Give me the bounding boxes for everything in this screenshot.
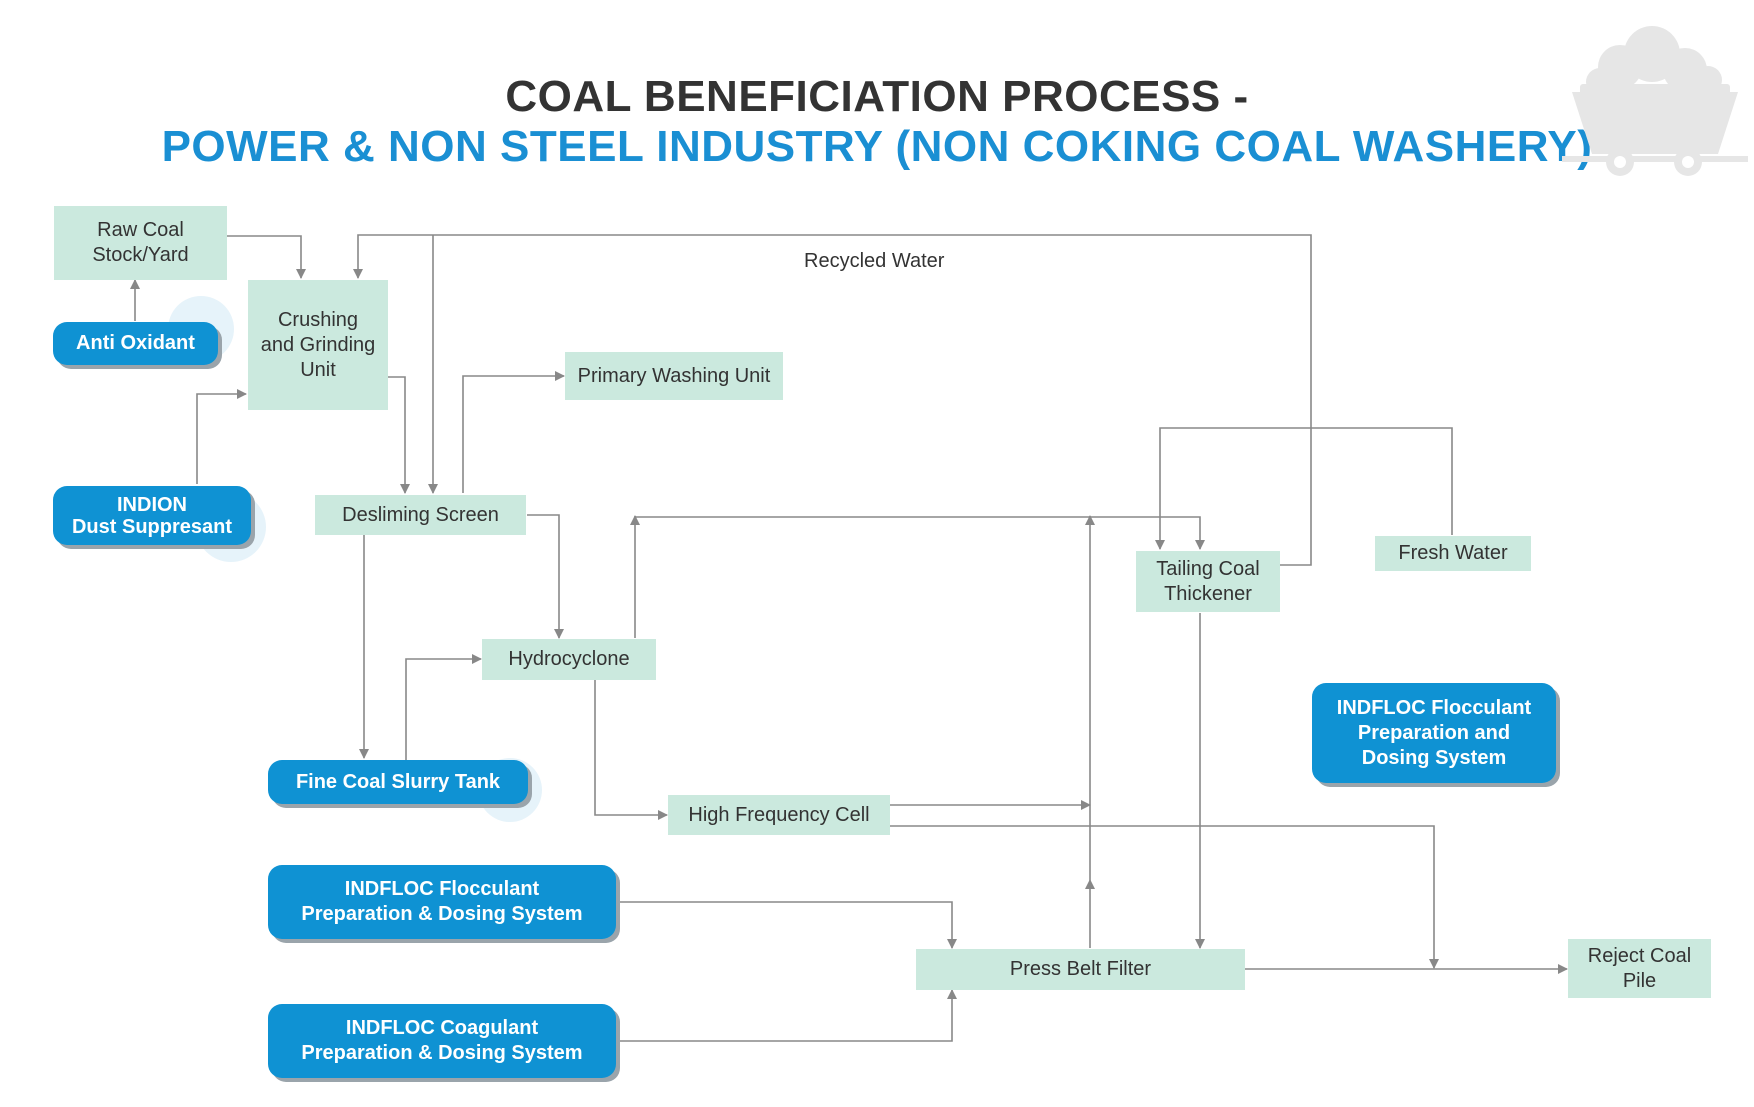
primary-washing-unit-box: Primary Washing Unit	[565, 352, 783, 400]
reject-coal-pile-box: Reject Coal Pile	[1568, 939, 1711, 998]
diagram-title-line1: COAL BENEFICIATION PROCESS -	[505, 72, 1249, 121]
anti-oxidant-button[interactable]: Anti Oxidant	[53, 322, 218, 365]
indfloc-flocculant-preparation-button[interactable]: INDFLOC Flocculant Preparation and Dosin…	[1312, 683, 1556, 783]
indfloc-flocculant-dosing-button[interactable]: INDFLOC Flocculant Preparation & Dosing …	[268, 865, 616, 939]
fine-coal-slurry-tank-button[interactable]: Fine Coal Slurry Tank	[268, 760, 528, 804]
desliming-screen-box: Desliming Screen	[315, 495, 526, 535]
indfloc-coagulant-dosing-button[interactable]: INDFLOC Coagulant Preparation & Dosing S…	[268, 1004, 616, 1078]
recycled-water-label: Recycled Water	[804, 250, 945, 272]
tailing-coal-thickener-box: Tailing Coal Thickener	[1136, 551, 1280, 612]
diagram-title-line2: POWER & NON STEEL INDUSTRY (NON COKING C…	[161, 122, 1593, 171]
dust-suppressant-brand: INDION	[117, 493, 187, 516]
hydrocyclone-box: Hydrocyclone	[482, 639, 656, 680]
crushing-grinding-unit-box: Crushing and Grinding Unit	[248, 280, 388, 410]
fresh-water-box: Fresh Water	[1375, 536, 1531, 571]
raw-coal-stock-yard-box: Raw Coal Stock/Yard	[54, 206, 227, 280]
indion-dust-suppressant-button[interactable]: INDION Dust Suppresant	[53, 486, 251, 545]
press-belt-filter-box: Press Belt Filter	[916, 949, 1245, 990]
dust-suppressant-name: Dust Suppresant	[71, 515, 233, 538]
high-frequency-cell-box: High Frequency Cell	[668, 795, 890, 835]
coal-cart-icon	[1562, 26, 1748, 176]
